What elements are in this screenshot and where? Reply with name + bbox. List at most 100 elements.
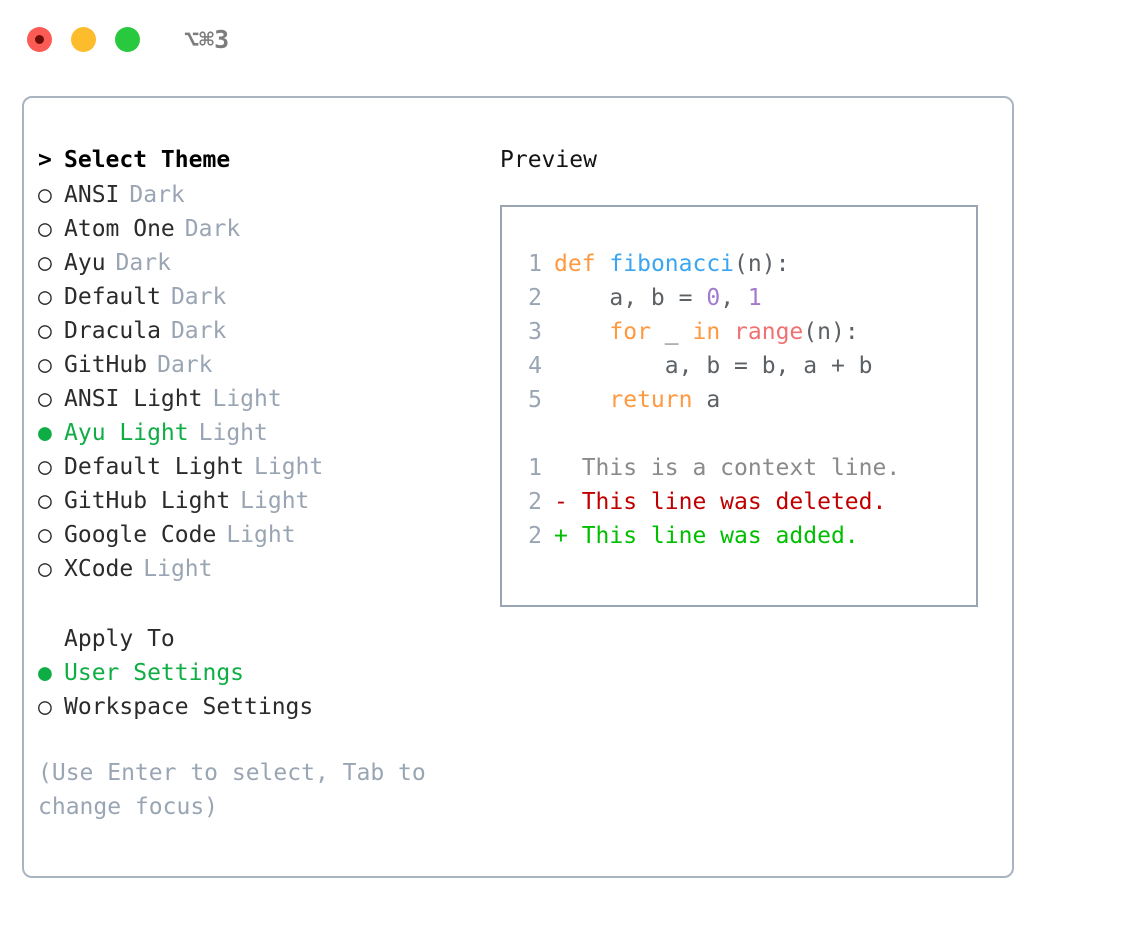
- code-line-number: 2: [528, 523, 542, 549]
- theme-variant-tag: Dark: [170, 284, 227, 310]
- theme-variant-tag: Dark: [184, 216, 241, 242]
- close-button[interactable]: [27, 26, 52, 52]
- code-spacer: [518, 417, 900, 451]
- code-line-number: 5: [528, 387, 542, 413]
- theme-name: Default: [64, 284, 161, 310]
- code-line: 1 def fibonacci(n):: [518, 247, 900, 281]
- theme-list-item[interactable]: ○ GitHub Light Light: [38, 484, 488, 518]
- code-token: a, b = b, a + b: [554, 353, 873, 379]
- code-token: _: [650, 319, 693, 345]
- radio-unselected-icon: ○: [38, 250, 52, 276]
- code-line: 5 return a: [518, 383, 900, 417]
- apply-to-option-label: User Settings: [64, 660, 245, 686]
- apply-to-option[interactable]: ● User Settings: [38, 656, 488, 690]
- apply-to-option[interactable]: ○Workspace Settings: [38, 690, 488, 724]
- code-token: a: [692, 387, 721, 413]
- code-token: 0: [706, 285, 721, 311]
- code-token: (n):: [734, 251, 790, 277]
- diff-line: 1 This is a context line.: [518, 451, 900, 485]
- diff-line-text: - This line was deleted.: [554, 489, 887, 515]
- code-token: def: [554, 251, 596, 277]
- radio-unselected-icon: ○: [38, 522, 52, 548]
- theme-name: Ayu Light: [64, 420, 189, 446]
- code-line-number: 2: [528, 285, 542, 311]
- code-token: [554, 319, 609, 345]
- keyboard-hint-text: (Use Enter to select, Tab to change focu…: [38, 760, 440, 820]
- theme-variant-tag: Light: [226, 522, 296, 548]
- code-token: [554, 387, 609, 413]
- theme-name: ANSI: [64, 182, 120, 208]
- theme-variant-tag: Light: [198, 420, 268, 446]
- theme-variant-tag: Light: [143, 556, 213, 582]
- radio-unselected-icon: ○: [38, 488, 52, 514]
- apply-to-heading: ○ Apply To: [38, 622, 488, 656]
- radio-unselected-icon: ○: [38, 352, 52, 378]
- theme-name: Google Code: [64, 522, 217, 548]
- radio-unselected-icon: ○: [38, 556, 52, 582]
- code-token: range: [734, 319, 804, 345]
- code-line-number: 1: [528, 455, 542, 481]
- radio-selected-icon: ●: [38, 420, 52, 446]
- code-token: fibonacci: [609, 251, 735, 277]
- theme-name: Default Light: [64, 454, 245, 480]
- select-theme-heading-label: Select Theme: [64, 147, 231, 173]
- code-token: 1: [747, 285, 762, 311]
- radio-unselected-icon: ○: [38, 318, 52, 344]
- code-token: a, b =: [554, 285, 707, 311]
- code-token: [720, 319, 734, 345]
- theme-variant-tag: Light: [240, 488, 310, 514]
- theme-name: ANSI Light: [64, 386, 203, 412]
- radio-unselected-icon: ○: [38, 216, 52, 242]
- diff-line: 2+ This line was added.: [518, 519, 900, 553]
- select-theme-heading: > Select Theme: [38, 142, 488, 178]
- keyboard-shortcut-label: ⌥⌘3: [184, 24, 230, 54]
- theme-list-item[interactable]: ○ Atom One Dark: [38, 212, 488, 246]
- theme-name: GitHub Light: [64, 488, 231, 514]
- zoom-button[interactable]: [115, 26, 140, 52]
- theme-variant-tag: Dark: [157, 352, 213, 378]
- theme-variant-tag: Dark: [170, 318, 227, 344]
- theme-name: Dracula: [64, 318, 161, 344]
- theme-name: Ayu: [64, 250, 106, 276]
- diff-line-text: This is a context line.: [554, 455, 901, 481]
- minimize-button[interactable]: [71, 26, 96, 52]
- code-token: in: [692, 319, 721, 345]
- code-line: 4 a, b = b, a + b: [518, 349, 900, 383]
- diff-line: 2- This line was deleted.: [518, 485, 900, 519]
- apply-to-spacer: ○: [38, 622, 64, 656]
- title-bar: ⌥⌘3: [0, 0, 1140, 78]
- theme-list-item[interactable]: ○ Dracula Dark: [38, 314, 488, 348]
- apply-to-option-label: Workspace Settings: [64, 694, 314, 720]
- code-line-number: 1: [528, 251, 542, 277]
- radio-unselected-icon: ○: [38, 182, 52, 208]
- apply-to-list: ● User Settings ○Workspace Settings: [38, 656, 488, 724]
- apply-to-heading-label: Apply To: [64, 626, 175, 652]
- code-line: 3 for _ in range(n):: [518, 315, 900, 349]
- code-token: ,: [720, 285, 748, 311]
- preview-heading: Preview: [500, 147, 597, 173]
- theme-list-item[interactable]: ○ Google Code Light: [38, 518, 488, 552]
- theme-list-item[interactable]: ○ XCode Light: [38, 552, 488, 586]
- code-token: (n):: [803, 319, 859, 345]
- theme-list-item[interactable]: ● Ayu Light Light: [38, 416, 488, 450]
- radio-selected-icon: ●: [38, 660, 52, 686]
- code-line: 2 a, b = 0, 1: [518, 281, 900, 315]
- theme-name: XCode: [64, 556, 134, 582]
- code-token: [596, 251, 610, 277]
- radio-unselected-icon: ○: [38, 386, 52, 412]
- theme-name: Atom One: [64, 216, 175, 242]
